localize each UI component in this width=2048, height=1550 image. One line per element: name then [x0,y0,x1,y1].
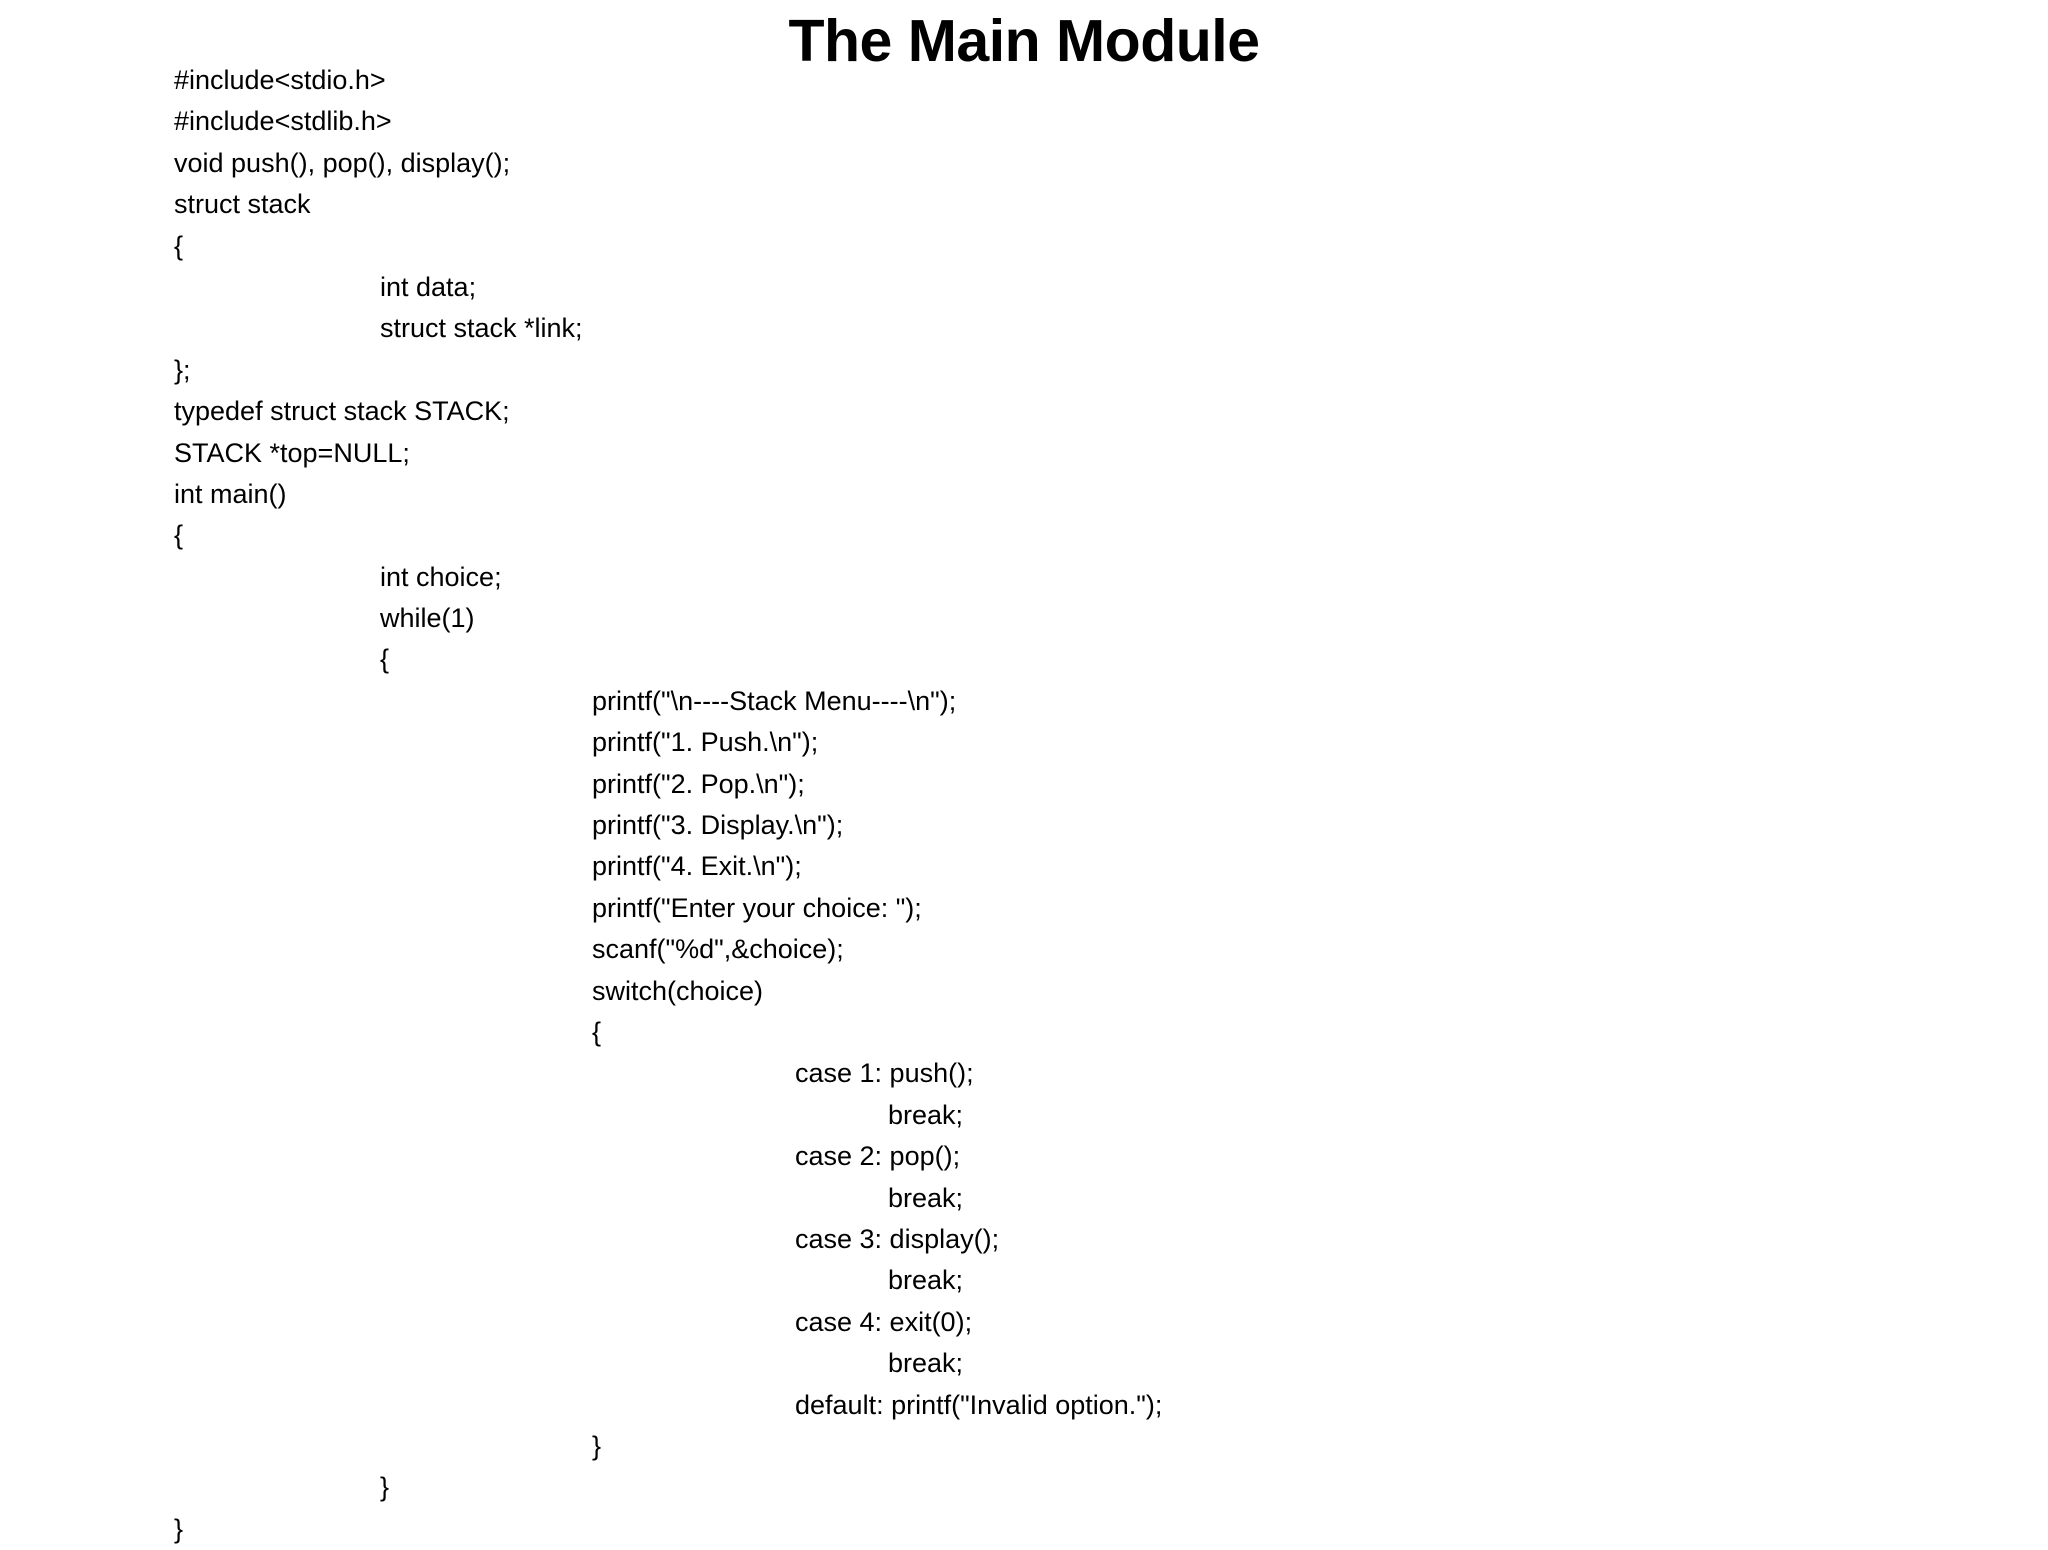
code-line: int choice; [380,561,502,592]
code-line: } [592,1430,602,1461]
code-line: break; [888,1099,964,1130]
code-line: default: printf("Invalid option."); [795,1389,1163,1420]
code-line: int main() [174,478,287,509]
page-title: The Main Module [788,8,1260,74]
code-line: printf("3. Display.\n"); [592,810,844,841]
code-line: #include<stdlib.h> [174,106,392,137]
code-line: printf("\n----Stack Menu----\n"); [592,685,957,716]
code-line: printf("1. Push.\n"); [592,727,819,758]
code-line: break; [888,1265,964,1296]
code-line: printf("Enter your choice: "); [592,892,922,923]
code-line: switch(choice) [592,975,764,1006]
code-line: scanf("%d",&choice); [592,934,844,965]
code-line: case 4: exit(0); [795,1306,973,1337]
code-line: { [174,520,184,551]
code-line: case 2: pop(); [795,1141,961,1172]
code-line: case 1: push(); [795,1058,974,1089]
code-line: #include<stdio.h> [174,65,386,95]
code-line: break; [888,1182,964,1213]
code-line: { [380,644,390,675]
code-block: #include<stdio.h> #include<stdlib.h> void … [0,60,2048,1550]
code-line: while(1) [380,603,475,634]
code-line: } [380,1472,390,1503]
code-line: printf("4. Exit.\n"); [592,851,802,882]
code-line: }; [174,354,191,385]
code-line: break; [888,1348,964,1379]
code-line: printf("2. Pop.\n"); [592,768,805,799]
code-line: struct stack [174,189,311,220]
code-line: { [174,230,184,261]
code-line: } [174,1513,184,1544]
code-line: STACK *top=NULL; [174,437,410,468]
code-line: typedef struct stack STACK; [174,396,510,427]
code-line: int data; [380,271,477,302]
code-line: case 3: display(); [795,1223,1000,1254]
code-line: { [592,1016,602,1047]
code-line: struct stack *link; [380,313,583,344]
code-line: void push(), pop(), display(); [174,147,511,178]
